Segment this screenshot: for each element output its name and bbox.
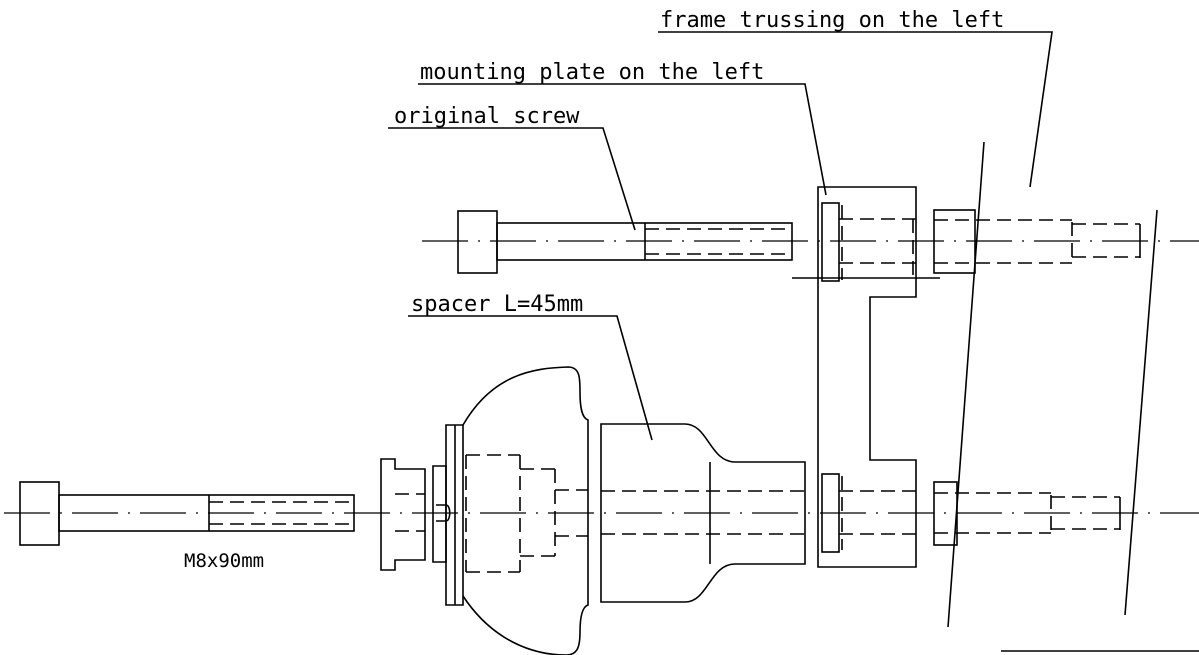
leader-frame-trussing (658, 31, 1053, 188)
lower-boss (821, 473, 840, 553)
leader-original-screw (388, 127, 636, 231)
original-screw-head (457, 210, 498, 274)
label-original-screw: original screw (394, 104, 580, 129)
upper-boss (821, 202, 840, 282)
leader-spacer (408, 315, 653, 441)
clamp-pin (436, 504, 451, 522)
upper-nut (933, 209, 1141, 274)
labels: frame trussing on the left mounting plat… (184, 8, 1004, 572)
original-screw (457, 210, 793, 274)
label-bolt-size: M8x90mm (184, 550, 264, 572)
lower-nut (933, 481, 1121, 546)
bolt-shank (58, 494, 355, 532)
leaders (388, 31, 1199, 652)
frame-break-right (1124, 209, 1158, 616)
spacer (600, 423, 806, 603)
lower-nut-body (933, 481, 958, 546)
upper-nut-body (933, 209, 976, 274)
flange-outline (380, 458, 426, 571)
clamp-outer (462, 366, 589, 655)
mounting-plate (792, 186, 940, 568)
label-spacer: spacer L=45mm (411, 292, 583, 317)
center-lines (4, 240, 1199, 514)
flange-washer (380, 458, 426, 571)
mounting-plate-outline (817, 186, 917, 568)
frame-break-lines (947, 141, 1158, 628)
clamp-tab (432, 465, 447, 563)
label-mounting-plate: mounting plate on the left (420, 60, 764, 85)
m8-bolt (19, 481, 355, 546)
label-frame-trussing: frame trussing on the left (660, 8, 1004, 33)
spacer-outline (600, 423, 806, 603)
clamp-body (432, 366, 589, 655)
leader-mounting-plate (418, 83, 827, 196)
frame-break-left (947, 141, 985, 628)
clamp-front-face (445, 424, 464, 606)
